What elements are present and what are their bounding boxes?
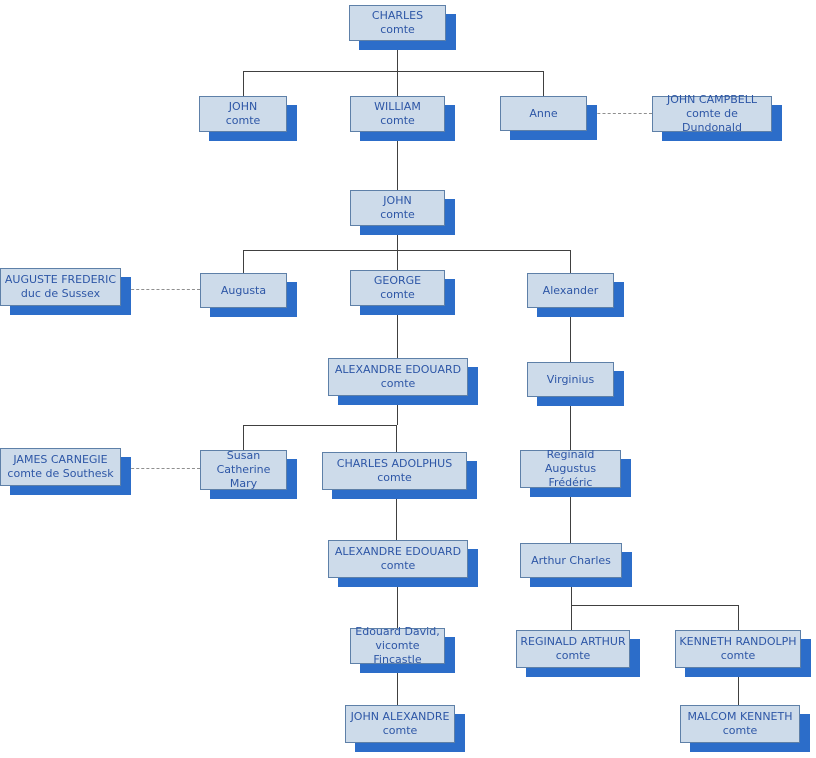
person-name: JOHN CAMPBELL <box>667 93 757 106</box>
connector-line <box>243 425 397 426</box>
node-kenneth-randolph: KENNETH RANDOLPH comte <box>675 630 801 668</box>
connector-line <box>397 226 398 250</box>
person-name: CHARLES ADOLPHUS <box>336 457 453 470</box>
person-title: comte <box>380 288 415 301</box>
person-name: Virginius <box>546 372 595 386</box>
connector-line <box>571 605 738 606</box>
connector-line <box>570 308 571 362</box>
node-william: WILLIAM comte <box>350 96 445 132</box>
connector-line <box>397 306 398 358</box>
person-name: MALCOM KENNETH <box>687 710 793 723</box>
marriage-dashed-line <box>121 289 200 290</box>
person-title: comte <box>720 649 756 662</box>
person-name: CHARLES <box>371 9 424 22</box>
person-title: comte <box>382 724 418 737</box>
person-title: comte <box>555 649 591 662</box>
person-title: comte <box>380 377 416 390</box>
person-name: JOHN ALEXANDRE <box>350 710 450 723</box>
person-name: JOHN <box>383 194 412 207</box>
person-title: comte <box>380 208 415 221</box>
node-auguste-frederic: AUGUSTE FREDERIC duc de Sussex <box>0 268 121 306</box>
person-name: JAMES CARNEGIE <box>13 453 108 466</box>
person-title: comte <box>380 23 415 36</box>
connector-line <box>397 578 398 628</box>
person-name: ALEXANDRE EDOUARD <box>334 545 462 558</box>
connector-line <box>396 490 397 540</box>
node-john-alexandre: JOHN ALEXANDRE comte <box>345 705 455 743</box>
node-malcom-kenneth: MALCOM KENNETH comte <box>680 705 800 743</box>
node-john-1: JOHN comte <box>199 96 287 132</box>
person-name: Augusta <box>220 283 267 297</box>
connector-line <box>570 250 571 273</box>
node-john-2: JOHN comte <box>350 190 445 226</box>
node-augusta: Augusta <box>200 273 287 308</box>
person-title: comte <box>225 114 261 127</box>
person-title: vicomte Fincastle <box>373 639 422 666</box>
person-name: Alexander <box>542 283 599 297</box>
person-title: duc de Sussex <box>20 287 101 300</box>
connector-line <box>243 250 244 273</box>
person-name: JOHN <box>228 100 258 113</box>
connector-line <box>243 71 544 72</box>
person-name: KENNETH RANDOLPH <box>679 635 797 648</box>
person-name-2: Frédéric <box>548 476 593 489</box>
node-edouard-david: Edouard David, vicomte Fincastle <box>350 625 445 666</box>
person-title: comte de Dundonald <box>682 107 742 134</box>
marriage-dashed-line <box>587 113 652 114</box>
connector-line <box>397 664 398 705</box>
person-name: ALEXANDRE EDOUARD <box>334 363 462 376</box>
person-name: Edouard David, <box>355 625 440 638</box>
person-name: Susan Catherine <box>216 449 271 476</box>
connector-line <box>243 250 571 251</box>
connector-line <box>243 425 244 450</box>
connector-line <box>397 132 398 190</box>
node-charles: CHARLES comte <box>349 5 446 41</box>
connector-line <box>397 396 398 425</box>
person-name-2: Mary <box>229 477 258 490</box>
connector-line <box>570 397 571 450</box>
person-name: Reginald Augustus <box>544 448 597 475</box>
node-anne: Anne <box>500 96 587 131</box>
node-reginald-augustus-frederic: Reginald Augustus Frédéric <box>520 448 621 489</box>
person-name: Anne <box>529 106 558 120</box>
person-title: comte <box>722 724 758 737</box>
person-name: Arthur Charles <box>531 553 611 567</box>
node-james-carnegie: JAMES CARNEGIE comte de Southesk <box>0 448 121 486</box>
node-george: GEORGE comte <box>350 270 445 306</box>
person-title: comte <box>380 114 415 127</box>
node-john-campbell: JOHN CAMPBELL comte de Dundonald <box>652 93 772 134</box>
person-name: WILLIAM <box>374 100 421 113</box>
person-name: GEORGE <box>373 274 422 287</box>
connector-line <box>738 605 739 630</box>
person-name: AUGUSTE FREDERIC <box>4 273 117 286</box>
person-name: REGINALD ARTHUR <box>520 635 626 648</box>
node-susan-catherine-mary: Susan Catherine Mary <box>200 449 287 490</box>
node-virginius: Virginius <box>527 362 614 397</box>
node-reginald-arthur: REGINALD ARTHUR comte <box>516 630 630 668</box>
connector-line <box>397 71 398 96</box>
connector-line <box>397 41 398 71</box>
connector-line <box>571 605 572 630</box>
connector-line <box>571 578 572 605</box>
node-alexandre-edouard-2: ALEXANDRE EDOUARD comte <box>328 540 468 578</box>
node-alexandre-edouard-1: ALEXANDRE EDOUARD comte <box>328 358 468 396</box>
marriage-dashed-line <box>121 468 200 469</box>
person-title: comte <box>377 471 412 484</box>
connector-line <box>738 668 739 705</box>
connector-line <box>243 71 244 96</box>
connector-line <box>570 488 571 543</box>
node-arthur-charles: Arthur Charles <box>520 543 622 578</box>
person-title: comte <box>380 559 416 572</box>
node-alexander: Alexander <box>527 273 614 308</box>
connector-line <box>543 71 544 96</box>
connector-line <box>396 425 397 452</box>
person-title: comte de Southesk <box>7 467 114 480</box>
connector-line <box>397 250 398 270</box>
node-charles-adolphus: CHARLES ADOLPHUS comte <box>322 452 467 490</box>
